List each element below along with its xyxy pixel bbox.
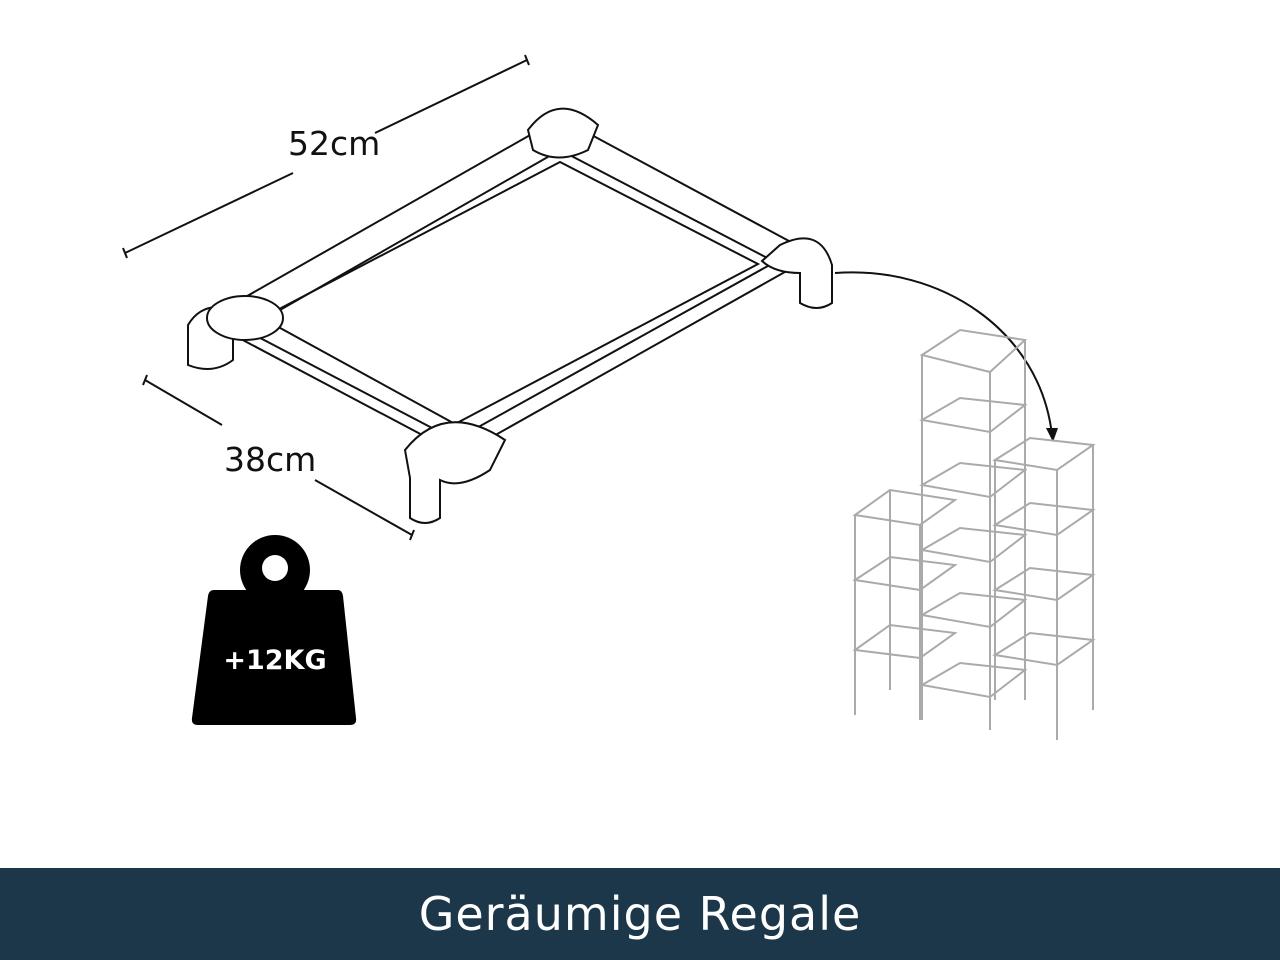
arrow-head-icon [1046, 428, 1058, 442]
width-dimension-label: 38cm [224, 440, 317, 479]
weight-capacity-label: +12KG [223, 645, 327, 676]
length-dimension-label: 52cm [288, 124, 381, 163]
footer-title: Geräumige Regale [418, 887, 862, 941]
arrow-curve [834, 271, 1053, 436]
shelf-column-left [852, 488, 958, 720]
dimension-line-width [142, 374, 415, 541]
shelf-column-middle [919, 328, 1028, 730]
dimension-line-length [122, 54, 530, 259]
shelf-stack-illustration [852, 328, 1096, 740]
weight-icon [191, 535, 357, 725]
pipe-frame [187, 107, 833, 524]
shelf-column-right [992, 436, 1096, 740]
footer-banner: Geräumige Regale [0, 868, 1280, 960]
